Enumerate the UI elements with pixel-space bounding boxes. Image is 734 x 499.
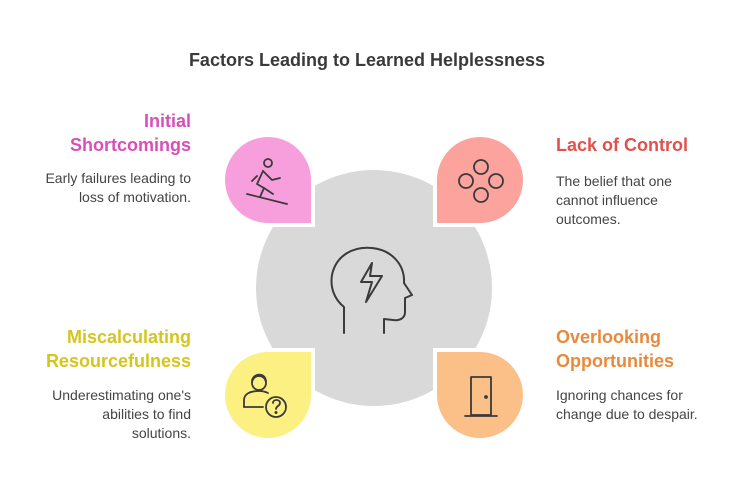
desc-control-line3: outcomes.: [556, 211, 621, 227]
page-title: Factors Leading to Learned Helplessness: [188, 50, 546, 70]
heading-miscalc: Miscalculating Resourcefulness: [46, 325, 191, 373]
heading-miscalc-line1: Miscalculating: [66, 327, 191, 347]
petal-control: [433, 132, 527, 227]
heading-control: Lack of Control: [556, 133, 688, 157]
desc-initial-line2: loss of motivation.: [78, 189, 191, 205]
desc-miscalc: Underestimating one's abilities to find …: [52, 386, 191, 443]
desc-control: The belief that one cannot influence out…: [556, 172, 672, 229]
desc-control-line1: The belief that one: [556, 173, 672, 189]
desc-control-line2: cannot influence: [556, 192, 658, 208]
desc-miscalc-line1: Underestimating one's: [52, 387, 191, 403]
petal-miscalc: [221, 348, 315, 443]
desc-miscalc-line3: solutions.: [131, 425, 191, 441]
desc-overlook-line2: change due to despair.: [556, 406, 698, 422]
desc-initial-line1: Early failures leading to: [45, 170, 191, 186]
petal-overlook: [433, 348, 527, 443]
door-icon: [464, 376, 498, 417]
snowboarder-icon: [246, 158, 288, 205]
desc-overlook-line1: Ignoring chances for: [556, 387, 683, 403]
heading-overlook-line1: Overlooking: [556, 327, 662, 347]
heading-initial-line2: Shortcomings: [69, 135, 191, 155]
brain-lightning-icon: [330, 246, 413, 334]
desc-miscalc-line2: abilities to find: [102, 406, 191, 422]
desc-overlook: Ignoring chances for change due to despa…: [556, 386, 698, 424]
heading-overlook-line2: Opportunities: [556, 351, 674, 371]
three-circles-icon: [458, 159, 504, 203]
heading-miscalc-line2: Resourcefulness: [45, 351, 191, 371]
petal-initial: [221, 132, 315, 227]
heading-overlook: Overlooking Opportunities: [556, 325, 674, 373]
desc-initial: Early failures leading to loss of motiva…: [45, 169, 191, 207]
person-question-icon: [243, 373, 287, 418]
heading-initial-line1: Initial: [143, 111, 191, 131]
heading-initial: Initial Shortcomings: [70, 109, 191, 157]
heading-control-line1: Lack of Control: [556, 135, 689, 155]
